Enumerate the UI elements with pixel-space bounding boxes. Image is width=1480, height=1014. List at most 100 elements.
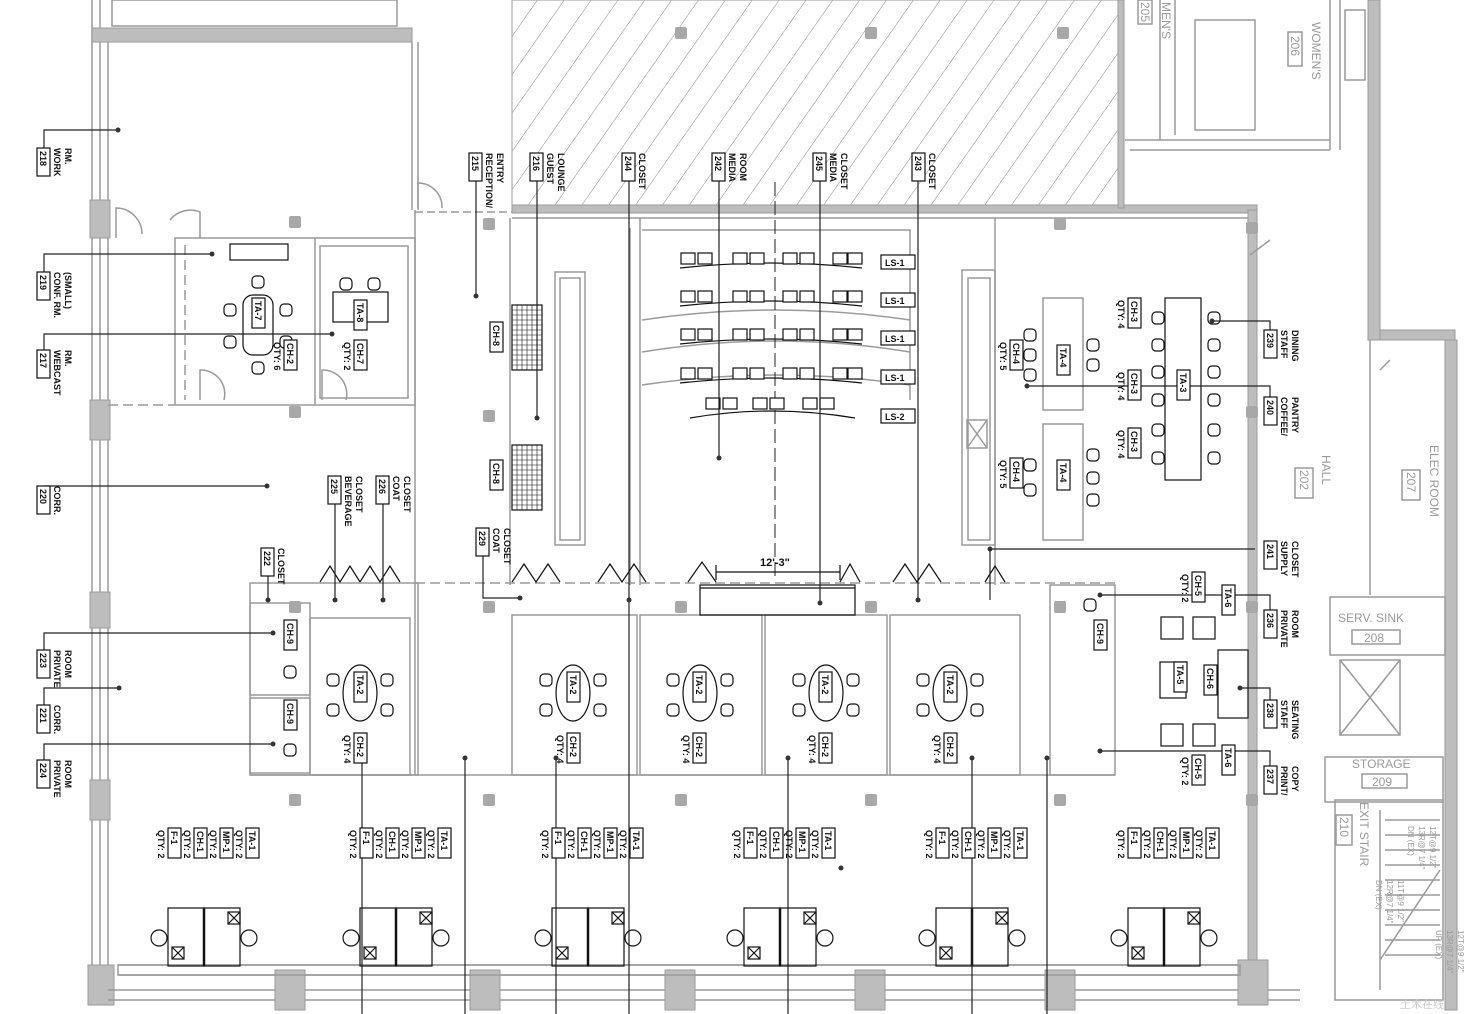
- furniture-code: F-1: [169, 831, 179, 845]
- furniture-qty: QTY: 2: [156, 830, 166, 858]
- column: [1246, 222, 1258, 234]
- leader-lines: [43, 127, 1271, 1014]
- lounge-seating-row: [679, 262, 863, 269]
- column: [865, 27, 877, 39]
- chair-symbol: [970, 673, 984, 687]
- stair-note-line: UP (EX): [1434, 930, 1443, 960]
- chair-symbol: [1023, 368, 1037, 382]
- task-chair-symbol: [624, 929, 642, 947]
- furniture-code: LS-1: [885, 258, 905, 268]
- room-label-storage: STORAGE: [1352, 757, 1410, 771]
- room-number-box: [1263, 540, 1278, 570]
- chair-symbol: [326, 673, 340, 687]
- furniture-code: CH-7: [355, 343, 365, 364]
- furniture-code: CH-9: [285, 703, 295, 724]
- furniture-tag-ta-6: TA-6: [1221, 584, 1236, 616]
- file-cabinet-symbol: [1187, 911, 1201, 925]
- chair-symbol: [1207, 451, 1221, 465]
- theater-seat: [697, 367, 713, 380]
- chair-symbol: [1207, 423, 1221, 437]
- furniture-code: LS-1: [885, 373, 905, 383]
- furniture-qty: QTY: 4: [807, 735, 817, 763]
- theater-seat: [752, 397, 768, 410]
- room-number-box: [327, 475, 342, 505]
- leader-dot: [517, 595, 523, 601]
- column: [865, 601, 877, 613]
- column: [1054, 601, 1066, 613]
- chair-symbol: [970, 703, 984, 717]
- room-number-207: 207: [1404, 472, 1418, 492]
- furniture-tag-ls-1: LS-1: [880, 369, 916, 385]
- furniture-code: CH-1: [1155, 831, 1165, 852]
- leader-dot: [209, 251, 215, 257]
- leader-line: [1240, 687, 1271, 700]
- furniture-tag-ta-6: TA-6: [1221, 744, 1236, 776]
- furniture-code: CH-9: [1095, 623, 1105, 644]
- room-number-box: [36, 704, 51, 734]
- room-name: LOUNGE: [556, 153, 566, 192]
- theater-seat: [705, 397, 721, 410]
- file-cabinet-symbol: [611, 911, 625, 925]
- furniture-qty: QTY: 5: [998, 342, 1008, 370]
- furniture-code: TA-1: [439, 831, 449, 850]
- furniture-qty: QTY: 2: [1180, 757, 1190, 785]
- room-name: ROOM: [1290, 610, 1300, 638]
- furniture-code: CH-2: [355, 736, 365, 757]
- room-number: 245: [814, 156, 824, 171]
- room-number: 219: [38, 275, 48, 290]
- column: [483, 218, 495, 230]
- stair-note-line: DN (EX): [1374, 880, 1383, 910]
- room-name: WEBCAST: [52, 350, 62, 396]
- furniture-qty: QTY: 2: [976, 830, 986, 858]
- furniture-code: TA-1: [247, 831, 257, 850]
- file-cabinet-symbol: [419, 911, 433, 925]
- file-cabinet-symbol: [1131, 946, 1145, 960]
- room-number-210: 210: [1337, 817, 1351, 837]
- room-number: 222: [262, 551, 272, 566]
- chair-symbol: [792, 673, 806, 687]
- file-cabinet-symbol: [363, 946, 377, 960]
- leader-dot: [534, 415, 540, 421]
- watermark: 土木在线: [1400, 997, 1444, 1011]
- chair-symbol: [916, 673, 930, 687]
- room-number-box: [36, 271, 51, 301]
- stair-note-line: 12T@9 1/2": [1456, 930, 1465, 973]
- furniture-code: TA-4: [1058, 348, 1068, 367]
- chair-symbol: [792, 703, 806, 717]
- furniture-code: CH-8: [491, 463, 501, 484]
- furniture-code: TA-1: [823, 831, 833, 850]
- room-name: PRINT/: [1279, 766, 1289, 796]
- room-name: RM.: [63, 148, 73, 165]
- theater-seat: [832, 252, 848, 265]
- furniture-code: CH-5: [1193, 758, 1203, 779]
- stair-note-line: DN (EX): [1406, 826, 1415, 856]
- chair-symbol: [666, 673, 680, 687]
- theater-seat: [732, 367, 748, 380]
- chair-symbol: [846, 673, 860, 687]
- chair-symbol: [1151, 311, 1165, 325]
- room-name: COPY: [1290, 766, 1300, 792]
- chair-symbol: [251, 275, 265, 289]
- furniture-qty: QTY: 2: [374, 830, 384, 858]
- room-number-206: 206: [1288, 36, 1302, 56]
- theater-seat: [847, 367, 863, 380]
- furniture-qty: QTY: 2: [592, 830, 602, 858]
- furniture-code: CH-1: [771, 831, 781, 852]
- room-number-box: [36, 147, 51, 177]
- room-name: COAT: [491, 528, 501, 553]
- chair-symbol: [846, 703, 860, 717]
- room-name: STAFF: [1279, 330, 1289, 359]
- room-number: 240: [1265, 400, 1275, 415]
- room-name: CLOSET: [839, 153, 849, 190]
- chair-symbol: [593, 703, 607, 717]
